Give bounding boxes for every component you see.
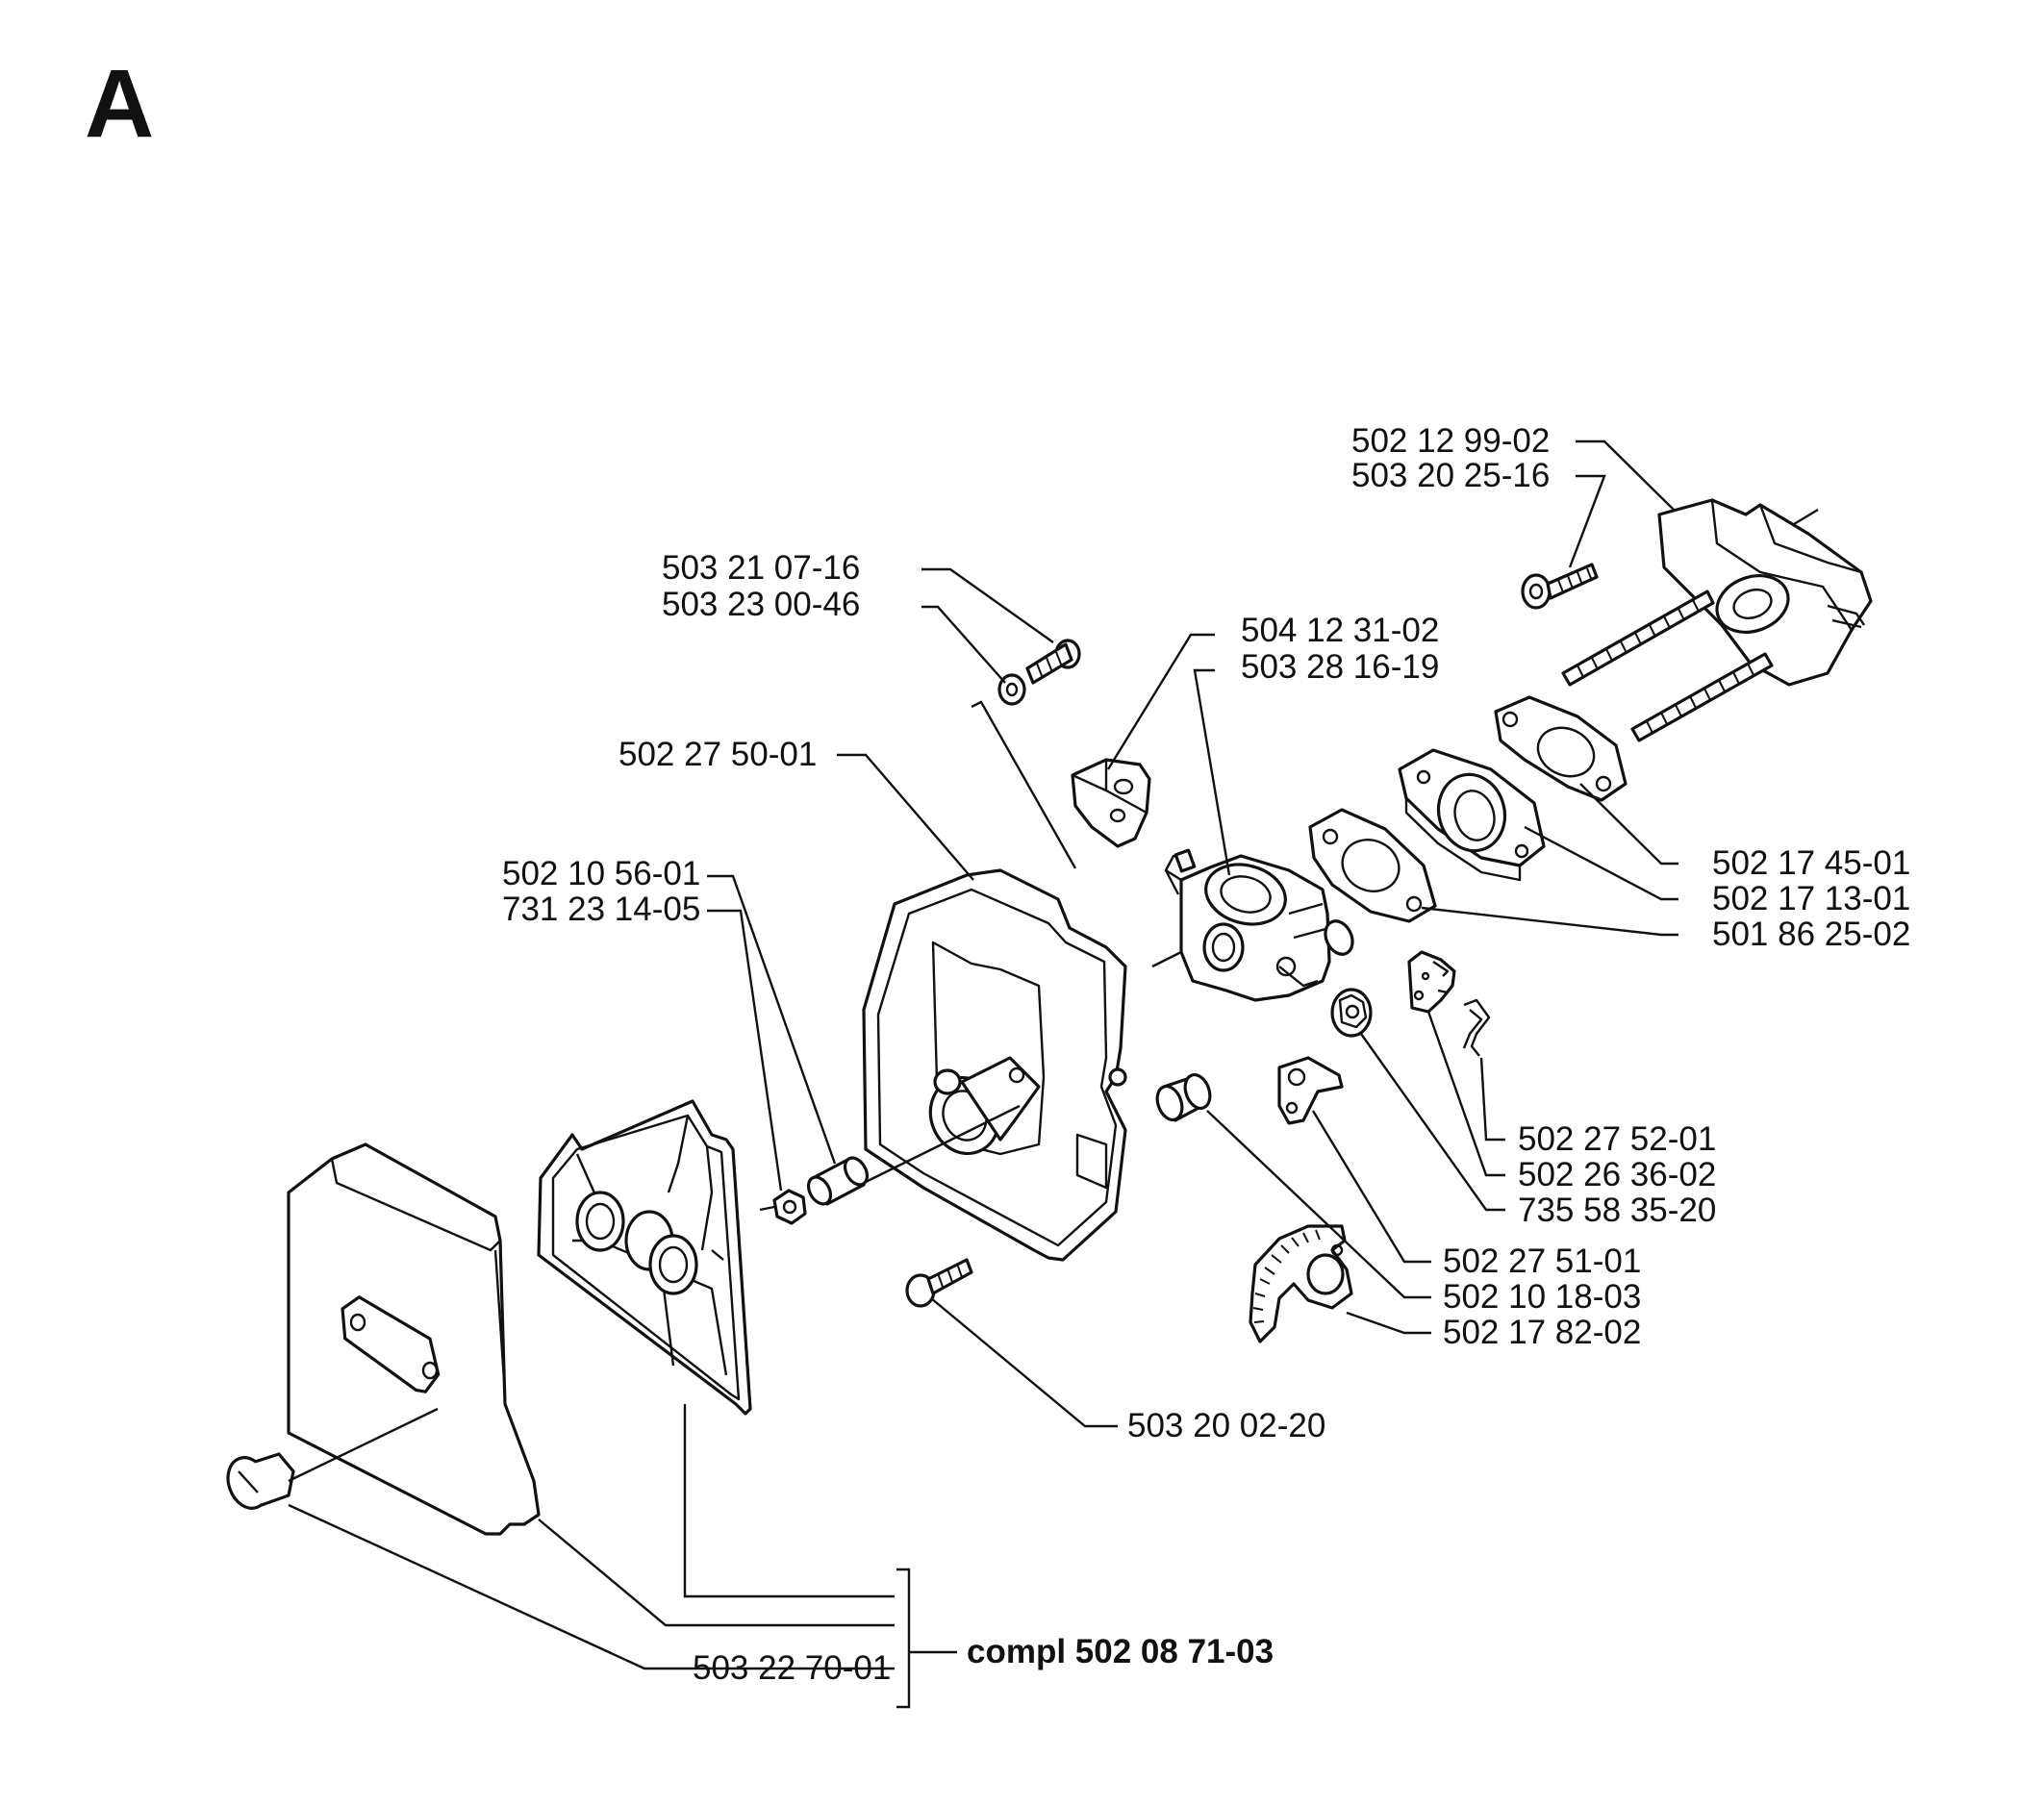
- housing-bolt: [905, 1258, 973, 1308]
- section-letter: A: [85, 50, 154, 158]
- cover-knob: [226, 1452, 295, 1510]
- hex-nut: [759, 1189, 807, 1225]
- spring-washer: [1330, 988, 1373, 1038]
- stud-line: [863, 1104, 1021, 1185]
- label-501862502: 501 86 25-02: [1712, 916, 1910, 953]
- spacer-sleeve: [806, 1156, 870, 1206]
- wire-clip: [1462, 998, 1491, 1057]
- carburetor: [1151, 848, 1354, 1002]
- filter-cover: [287, 1142, 541, 1536]
- leader-lines: [288, 439, 1678, 1709]
- gasket-outer: [1494, 695, 1628, 802]
- throttle-plate: [1407, 950, 1456, 1014]
- label-503230046: 503 23 00-46: [662, 586, 860, 623]
- label-735583520: 735 58 35-20: [1518, 1192, 1716, 1229]
- intake-flange: [1398, 748, 1546, 882]
- label-502174501: 502 17 45-01: [1712, 844, 1910, 882]
- label-502275001: 502 27 50-01: [618, 736, 817, 773]
- threaded-stud-upper: [1561, 590, 1715, 687]
- air-filter-element: [537, 1099, 752, 1416]
- label-502178202: 502 17 82-02: [1443, 1314, 1641, 1351]
- assembly-label: compl 502 08 71-03: [967, 1633, 1274, 1670]
- choke-segment: [1249, 1224, 1353, 1343]
- label-731231405: 731 23 14-05: [502, 891, 700, 928]
- label-502275101: 502 27 51-01: [1443, 1242, 1641, 1280]
- label-503281619: 503 28 16-19: [1241, 648, 1439, 686]
- label-503210716: 503 21 07-16: [662, 549, 860, 587]
- label-503200220: 503 20 02-20: [1127, 1407, 1325, 1444]
- air-filter-housing: [862, 868, 1127, 1262]
- label-504123102: 504 12 31-02: [1241, 612, 1439, 649]
- bracket-screw: [1521, 563, 1599, 610]
- label-502275201: 502 27 52-01: [1518, 1120, 1716, 1158]
- label-502105601: 502 10 56-01: [502, 855, 700, 892]
- label-502129902: 502 12 99-02: [1351, 422, 1550, 460]
- label-502263602: 502 26 36-02: [1518, 1156, 1716, 1193]
- bushing: [1155, 1072, 1212, 1122]
- gasket-inner: [1308, 808, 1437, 923]
- label-503202516: 503 20 25-16: [1351, 457, 1550, 494]
- rubber-boot: [1071, 758, 1151, 848]
- choke-lever: [1277, 1056, 1344, 1125]
- threaded-stud-lower: [1630, 652, 1774, 742]
- cover-screw-top: [997, 639, 1081, 706]
- label-503227001: 503 22 70-01: [693, 1649, 891, 1687]
- label-502171301: 502 17 13-01: [1712, 880, 1910, 917]
- label-502101803: 502 10 18-03: [1443, 1278, 1641, 1316]
